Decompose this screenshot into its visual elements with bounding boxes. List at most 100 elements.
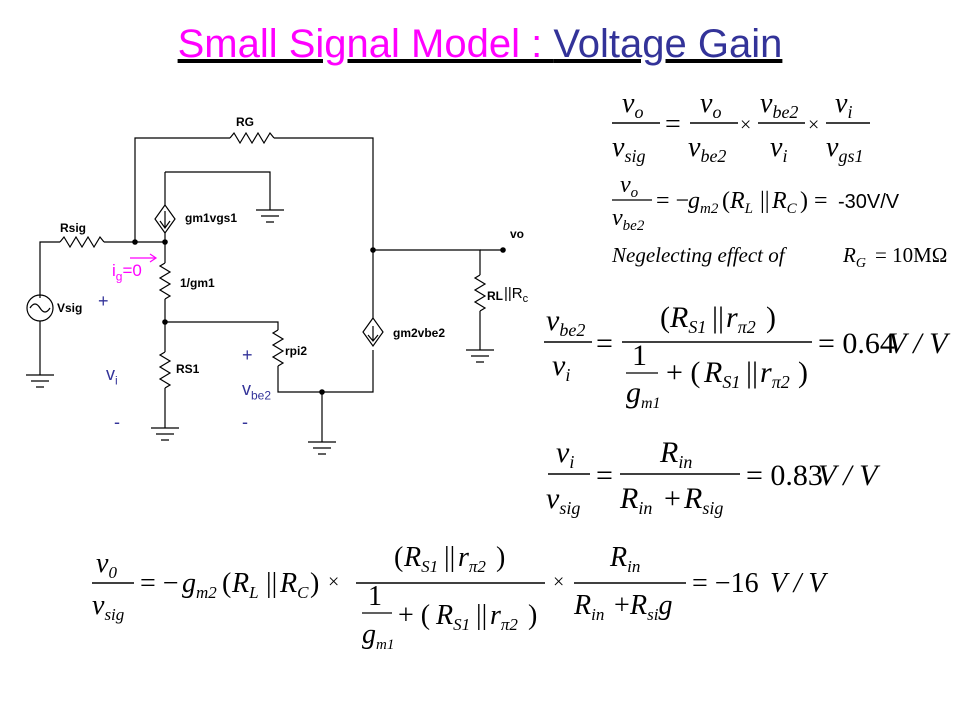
title-part-1: Small Signal Model : xyxy=(177,22,554,66)
svg-text:vbe2: vbe2 xyxy=(612,205,645,234)
svg-text:||: || xyxy=(476,600,487,631)
svg-text:Rsig: Rsig xyxy=(683,482,723,518)
vi-label: vi xyxy=(106,364,118,388)
svg-text:RL: RL xyxy=(231,568,259,602)
svg-text:(: ( xyxy=(722,188,730,214)
vi-plus-sign: + xyxy=(98,291,109,311)
ground-vsig xyxy=(26,374,54,388)
svg-text:Negelecting effect of: Negelecting effect of xyxy=(611,243,788,267)
svg-text:1: 1 xyxy=(368,581,382,612)
svg-text:Rin: Rin xyxy=(659,436,692,472)
svg-text:vo: vo xyxy=(700,88,721,122)
slide-title: Small Signal Model : Voltage Gain xyxy=(0,22,960,67)
svg-text:Rsig: Rsig xyxy=(629,590,672,624)
one-over-gm1-resistor xyxy=(158,262,172,300)
svg-text:vgs1: vgs1 xyxy=(826,132,863,166)
svg-text:Rin: Rin xyxy=(609,542,640,576)
equation-3: vbe2 vi = ( RS1 || rπ2 ) 1 gm1 + ( RS1 |… xyxy=(544,301,951,412)
svg-text:= 10MΩ: = 10MΩ xyxy=(875,243,947,267)
svg-text:RG: RG xyxy=(842,243,866,271)
svg-text:V / V: V / V xyxy=(818,459,881,492)
rg-label: RG xyxy=(236,115,254,129)
svg-text:||: || xyxy=(712,301,724,334)
svg-text:= 0.64: = 0.64 xyxy=(818,327,895,360)
svg-text:×: × xyxy=(328,571,339,593)
ground-rl xyxy=(466,349,494,363)
svg-text:v0: v0 xyxy=(96,548,117,582)
gm1vgs1-label: gm1vgs1 xyxy=(185,211,238,225)
vi-minus-sign: - xyxy=(114,412,120,432)
svg-text:vbe2: vbe2 xyxy=(760,88,798,122)
ground-rs1 xyxy=(151,427,179,441)
svg-text:gm2: gm2 xyxy=(688,188,719,217)
svg-text:rπ2: rπ2 xyxy=(726,301,756,337)
svg-text:vi: vi xyxy=(835,88,852,122)
svg-text:vbe2: vbe2 xyxy=(546,304,585,340)
svg-text:1: 1 xyxy=(632,339,647,372)
svg-text:gm2: gm2 xyxy=(182,568,217,602)
one-over-gm1-label: 1/gm1 xyxy=(180,276,215,290)
rc-label: ||Rc xyxy=(504,285,529,305)
vbe2-plus-sign: + xyxy=(242,345,253,365)
vsig-label: Vsig xyxy=(57,301,83,315)
svg-text:vo: vo xyxy=(620,172,639,201)
svg-text:vsig: vsig xyxy=(612,132,645,166)
svg-text:rπ2: rπ2 xyxy=(458,542,486,576)
svg-text:): ) xyxy=(528,600,537,631)
gm2vbe2-label: gm2vbe2 xyxy=(393,326,446,340)
gm2-dependent-source xyxy=(362,316,384,348)
svg-text:RS1: RS1 xyxy=(435,600,470,634)
svg-text:): ) xyxy=(496,542,505,573)
equation-5: v0 vsig = − gm2 ( RL || RC ) × ( RS1 || … xyxy=(92,542,828,653)
svg-text:): ) xyxy=(310,568,319,599)
rl-label: RL xyxy=(487,289,503,303)
svg-text:||: || xyxy=(760,188,770,214)
svg-text:+: + xyxy=(664,482,681,515)
svg-text:vi: vi xyxy=(552,349,570,385)
svg-text:vsig: vsig xyxy=(92,590,124,624)
svg-text:gm1: gm1 xyxy=(362,619,394,653)
svg-text:Rin: Rin xyxy=(573,590,604,624)
svg-text:×: × xyxy=(740,114,751,136)
vbe2-minus-sign: - xyxy=(242,412,248,432)
svg-text:= −: = − xyxy=(656,188,689,214)
svg-text:= −16: = −16 xyxy=(692,568,759,599)
ground-rpi2 xyxy=(308,441,336,455)
svg-text:vo: vo xyxy=(622,88,643,122)
ig-annotation: ig=0 xyxy=(112,261,142,284)
svg-text:(: ( xyxy=(394,542,403,573)
rsig-resistor xyxy=(59,235,105,249)
svg-text:= −: = − xyxy=(140,568,179,599)
svg-text:RS1: RS1 xyxy=(703,356,740,392)
vbe2-label: vbe2 xyxy=(242,379,272,403)
svg-text:=: = xyxy=(665,109,681,140)
svg-text:RL: RL xyxy=(729,188,753,217)
rs1-label: RS1 xyxy=(176,362,200,376)
equation-4: vi vsig = Rin Rin + Rsig = 0.83 V / V xyxy=(546,436,881,518)
svg-text:= 0.83: = 0.83 xyxy=(746,459,823,492)
svg-text:-30V/V: -30V/V xyxy=(838,191,900,213)
svg-text:RS1: RS1 xyxy=(403,542,438,576)
svg-text:+: + xyxy=(614,590,630,621)
rg-resistor xyxy=(229,131,275,145)
vo-label: vo xyxy=(510,227,525,241)
svg-text:+ (: + ( xyxy=(398,600,430,631)
svg-text:V / V: V / V xyxy=(888,327,951,360)
svg-text:(: ( xyxy=(660,301,670,334)
svg-text:rπ2: rπ2 xyxy=(760,356,790,392)
rpi2-label: rpi2 xyxy=(285,344,308,358)
svg-text:||: || xyxy=(746,356,758,389)
svg-text:V / V: V / V xyxy=(770,568,828,599)
rs1-resistor xyxy=(158,351,172,389)
svg-text:=: = xyxy=(596,459,613,492)
note-neglect-rg: Negelecting effect of RG = 10MΩ xyxy=(611,243,947,271)
svg-text:+ (: + ( xyxy=(666,356,700,389)
svg-text:): ) xyxy=(766,301,776,334)
rpi2-resistor xyxy=(271,329,285,367)
svg-text:vsig: vsig xyxy=(546,482,580,518)
title-part-2: Voltage Gain xyxy=(553,22,783,66)
svg-text:Rin: Rin xyxy=(619,482,652,518)
svg-text:RC: RC xyxy=(771,188,798,217)
